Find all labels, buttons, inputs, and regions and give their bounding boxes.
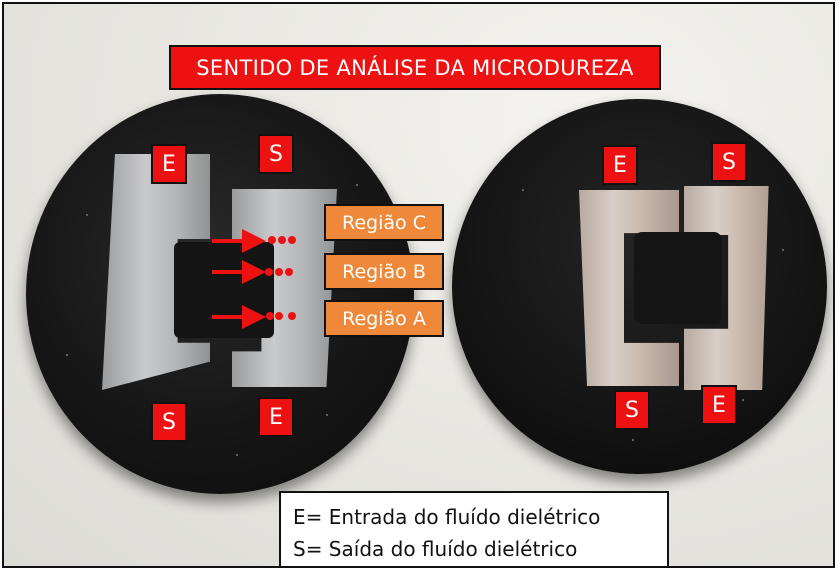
legend-box: E= Entrada do fluído dielétrico S= Saída… bbox=[279, 491, 669, 566]
right-bottom-left-label: S bbox=[614, 390, 650, 430]
left-top-right-label: S bbox=[258, 134, 294, 174]
left-bottom-right-label: E bbox=[258, 397, 294, 437]
right-top-left-label: E bbox=[602, 145, 638, 185]
legend-outlet-line: S= Saída do fluído dielétrico bbox=[293, 537, 578, 561]
legend-inlet-line: E= Entrada do fluído dielétrico bbox=[293, 505, 601, 529]
region-c-label: Região C bbox=[324, 204, 444, 241]
measurement-markers bbox=[212, 229, 296, 329]
right-top-right-label: S bbox=[711, 142, 747, 182]
right-bottom-right-label: E bbox=[701, 385, 737, 425]
region-c-points bbox=[268, 236, 296, 244]
region-b-label: Região B bbox=[324, 253, 444, 290]
left-bottom-left-label: S bbox=[151, 402, 187, 442]
analysis-direction-title: SENTIDO DE ANÁLISE DA MICRODUREZA bbox=[169, 45, 661, 90]
region-b-points bbox=[265, 268, 293, 276]
region-a-label: Região A bbox=[324, 300, 444, 337]
right-sample-cavity bbox=[634, 232, 722, 324]
region-a-points bbox=[266, 312, 296, 320]
left-top-left-label: E bbox=[151, 144, 187, 184]
